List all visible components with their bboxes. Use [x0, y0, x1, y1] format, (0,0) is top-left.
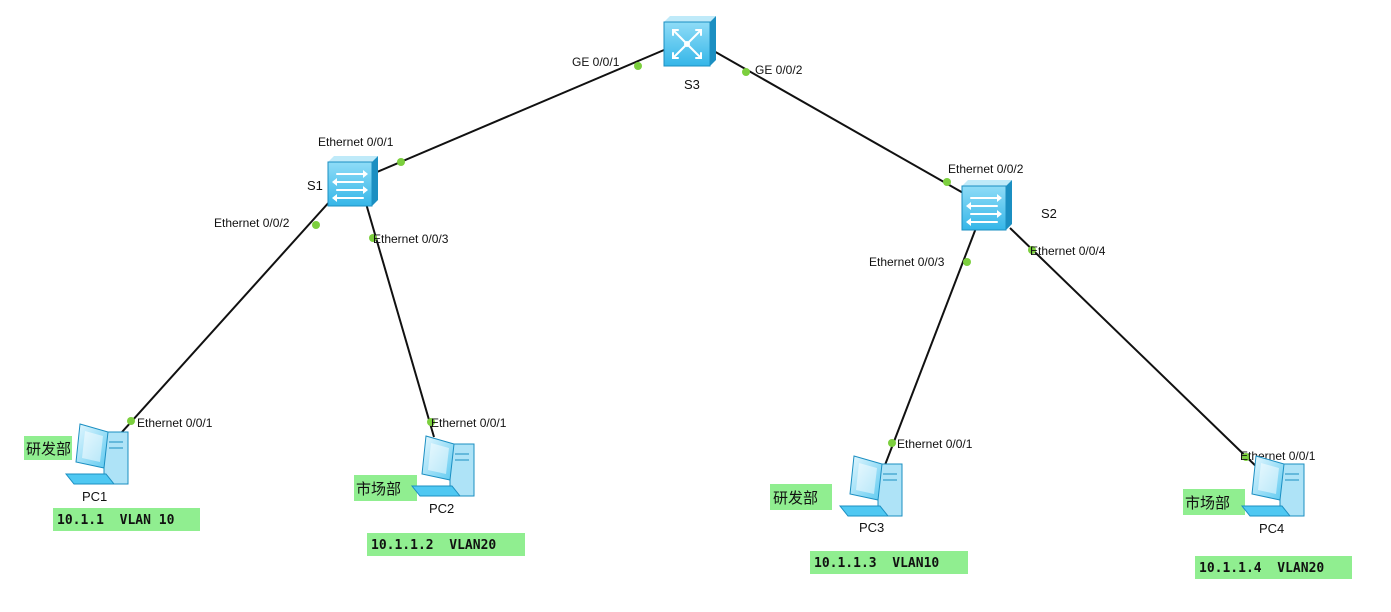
device-label-pc3: PC3	[859, 520, 884, 535]
port-label-pc4-eth001: Ethernet 0/0/1	[1240, 449, 1316, 463]
ip-vlan-tag-bg-pc2	[367, 533, 525, 556]
dept-tag-pc3	[770, 484, 832, 510]
device-s1[interactable]: S1	[307, 156, 378, 207]
port-dot-s3-ge002[interactable]	[742, 68, 750, 76]
port-dot-s1-eth001[interactable]	[397, 158, 405, 166]
device-label-pc1: PC1	[82, 489, 107, 504]
port-label-s2-eth002: Ethernet 0/0/2	[948, 162, 1024, 176]
port-label-pc3-eth001: Ethernet 0/0/1	[897, 437, 973, 451]
dept-tag-pc1	[24, 436, 72, 460]
port-dot-pc2-eth001[interactable]	[427, 418, 435, 426]
dept-label-pc4: 市场部	[1185, 494, 1230, 512]
port-dot-pc1-eth001[interactable]	[127, 417, 135, 425]
port-dot-s2-eth004[interactable]	[1028, 246, 1036, 254]
core-switch-icon	[663, 16, 716, 67]
port-dots-layer	[127, 62, 1250, 461]
device-label-s1: S1	[307, 178, 323, 193]
link-s2-pc4[interactable]	[1009, 227, 1263, 473]
link-s3-s2[interactable]	[711, 49, 966, 195]
device-pc2[interactable]: 市场部 PC2 10.1.1.2 VLAN20	[354, 435, 525, 556]
ip-vlan-tag-pc4: 10.1.1.4 VLAN20	[1199, 561, 1324, 576]
port-label-s2-eth004: Ethernet 0/0/4	[1030, 244, 1106, 258]
dept-label-pc2: 市场部	[356, 480, 401, 498]
port-dot-s1-eth003[interactable]	[369, 234, 377, 242]
ip-vlan-tag-bg-pc3	[810, 551, 968, 574]
dept-label-pc1: 研发部	[26, 440, 71, 458]
link-s3-s1[interactable]	[376, 49, 665, 173]
device-s3[interactable]: S3	[663, 16, 716, 92]
port-label-s3-ge002: GE 0/0/2	[755, 63, 803, 77]
pc-icon	[838, 455, 903, 517]
port-label-s1-eth003: Ethernet 0/0/3	[373, 232, 449, 246]
link-s1-pc1[interactable]	[121, 199, 332, 433]
device-pc3[interactable]: 研发部 PC3 10.1.1.3 VLAN10	[770, 455, 968, 574]
device-label-pc4: PC4	[1259, 521, 1284, 536]
ip-vlan-tag-pc2: 10.1.1.2 VLAN20	[371, 538, 496, 553]
port-dot-s2-eth003[interactable]	[963, 258, 971, 266]
dept-tag-pc4	[1183, 489, 1245, 515]
device-label-s3: S3	[684, 77, 700, 92]
device-s2[interactable]: S2	[961, 180, 1057, 231]
links-layer	[121, 49, 1263, 473]
port-dot-pc3-eth001[interactable]	[888, 439, 896, 447]
pc-icon	[410, 435, 475, 497]
port-labels-layer: GE 0/0/1 GE 0/0/2 Ethernet 0/0/1 Etherne…	[137, 55, 1316, 463]
device-pc1[interactable]: 研发部 PC1 10.1.1 VLAN 10	[24, 423, 200, 531]
port-label-s3-ge001: GE 0/0/1	[572, 55, 620, 69]
port-dot-pc4-eth001[interactable]	[1242, 453, 1250, 461]
pc-icon	[64, 423, 129, 485]
access-switch-icon	[327, 156, 378, 207]
ip-vlan-tag-pc1: 10.1.1 VLAN 10	[57, 513, 175, 528]
port-dot-s1-eth002[interactable]	[312, 221, 320, 229]
device-pc4[interactable]: 市场部 PC4 10.1.1.4 VLAN20	[1183, 455, 1352, 579]
port-dot-s2-eth002[interactable]	[943, 178, 951, 186]
port-label-pc2-eth001: Ethernet 0/0/1	[431, 416, 507, 430]
port-dot-s3-ge001[interactable]	[634, 62, 642, 70]
ip-vlan-tag-bg-pc1	[53, 508, 200, 531]
ip-vlan-tag-pc3: 10.1.1.3 VLAN10	[814, 556, 939, 571]
port-label-s2-eth003: Ethernet 0/0/3	[869, 255, 945, 269]
dept-label-pc3: 研发部	[773, 489, 818, 507]
access-switch-icon	[961, 180, 1012, 231]
dept-tag-pc2	[354, 475, 417, 501]
pc-icon	[1240, 455, 1305, 517]
ip-vlan-tag-bg-pc4	[1195, 556, 1352, 579]
device-label-s2: S2	[1041, 206, 1057, 221]
link-s2-pc3[interactable]	[884, 227, 977, 466]
device-label-pc2: PC2	[429, 501, 454, 516]
port-label-s1-eth001: Ethernet 0/0/1	[318, 135, 394, 149]
port-label-pc1-eth001: Ethernet 0/0/1	[137, 416, 213, 430]
port-label-s1-eth002: Ethernet 0/0/2	[214, 216, 290, 230]
